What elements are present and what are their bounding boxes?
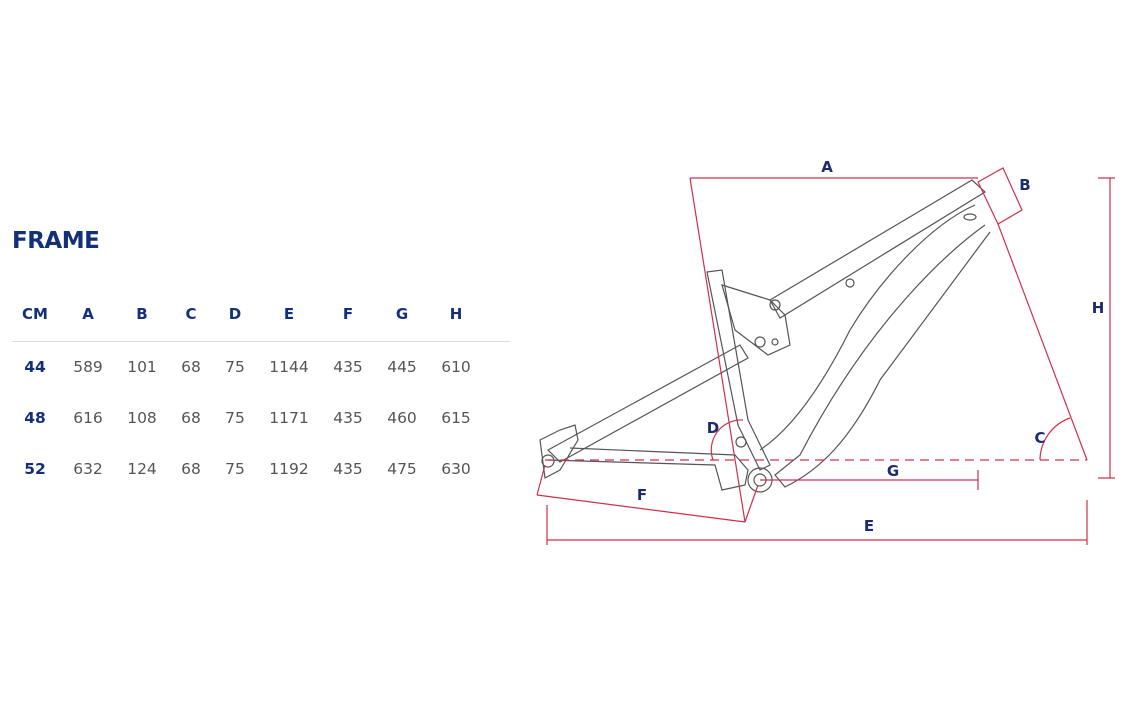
column-header-cm: CM xyxy=(22,305,48,323)
dimension-lines xyxy=(536,167,1115,545)
table-cell: 68 xyxy=(181,409,201,427)
label-B: B xyxy=(1019,176,1030,194)
seat-line xyxy=(689,177,746,523)
table-cell: 615 xyxy=(441,409,471,427)
label-C: C xyxy=(1034,429,1045,447)
table-cell: 616 xyxy=(73,409,103,427)
row-size-label: 48 xyxy=(24,409,46,427)
head-tube-box-B xyxy=(977,167,1023,225)
label-G: G xyxy=(887,462,899,480)
column-header-e: E xyxy=(283,305,295,323)
table-cell: 1171 xyxy=(269,409,309,427)
chain-stay xyxy=(547,447,749,491)
seat-tube xyxy=(706,269,771,471)
table-cell: 75 xyxy=(225,409,245,427)
label-F: F xyxy=(637,486,647,504)
table-cell: 435 xyxy=(333,460,363,478)
column-header-g: G xyxy=(395,305,409,323)
main-pivot xyxy=(735,436,747,448)
table-cell: 435 xyxy=(333,358,363,376)
rocker-pivot xyxy=(769,299,781,311)
table-cell: 1192 xyxy=(269,460,309,478)
table-cell: 68 xyxy=(181,358,201,376)
rocker-link xyxy=(721,284,791,356)
table-cell: 630 xyxy=(441,460,471,478)
table-cell: 460 xyxy=(387,409,417,427)
angle-arc-C xyxy=(1039,417,1071,461)
table-cell: 445 xyxy=(387,358,417,376)
rear-axle xyxy=(541,454,555,468)
table-cell: 75 xyxy=(225,358,245,376)
column-header-b: B xyxy=(136,305,148,323)
head-angle-line xyxy=(997,223,1088,461)
bottle-mount xyxy=(845,278,855,288)
line-F-left xyxy=(536,464,546,496)
table-cell: 475 xyxy=(387,460,417,478)
table-cell: 435 xyxy=(333,409,363,427)
header-divider xyxy=(12,341,510,342)
line-F-right xyxy=(744,484,759,523)
column-header-f: F xyxy=(342,305,354,323)
table-cell: 632 xyxy=(73,460,103,478)
column-header-a: A xyxy=(82,305,94,323)
down-tube xyxy=(774,224,991,488)
label-E: E xyxy=(864,517,874,535)
table-cell: 68 xyxy=(181,460,201,478)
frame-title: FRAME xyxy=(12,228,100,254)
rear-dropout xyxy=(539,424,579,479)
shock-mount-lower xyxy=(771,338,779,346)
top-tube xyxy=(769,179,986,319)
label-D: D xyxy=(707,419,719,437)
cable-port xyxy=(963,213,977,221)
column-header-c: C xyxy=(185,305,197,323)
seat-stay xyxy=(547,344,749,463)
row-size-label: 52 xyxy=(24,460,46,478)
row-size-label: 44 xyxy=(24,358,46,376)
label-A: A xyxy=(821,158,833,176)
down-tube-inner xyxy=(759,204,976,451)
column-header-d: D xyxy=(228,305,242,323)
table-cell: 1144 xyxy=(269,358,309,376)
table-cell: 124 xyxy=(127,460,157,478)
table-cell: 610 xyxy=(441,358,471,376)
table-cell: 75 xyxy=(225,460,245,478)
table-cell: 101 xyxy=(127,358,157,376)
label-H: H xyxy=(1092,299,1105,317)
bike-frame xyxy=(539,179,991,493)
table-cell: 108 xyxy=(127,409,157,427)
shock-mount xyxy=(754,336,766,348)
column-header-h: H xyxy=(449,305,463,323)
line-F-bottom xyxy=(536,494,746,523)
table-cell: 589 xyxy=(73,358,103,376)
angle-arc-D xyxy=(710,419,744,461)
